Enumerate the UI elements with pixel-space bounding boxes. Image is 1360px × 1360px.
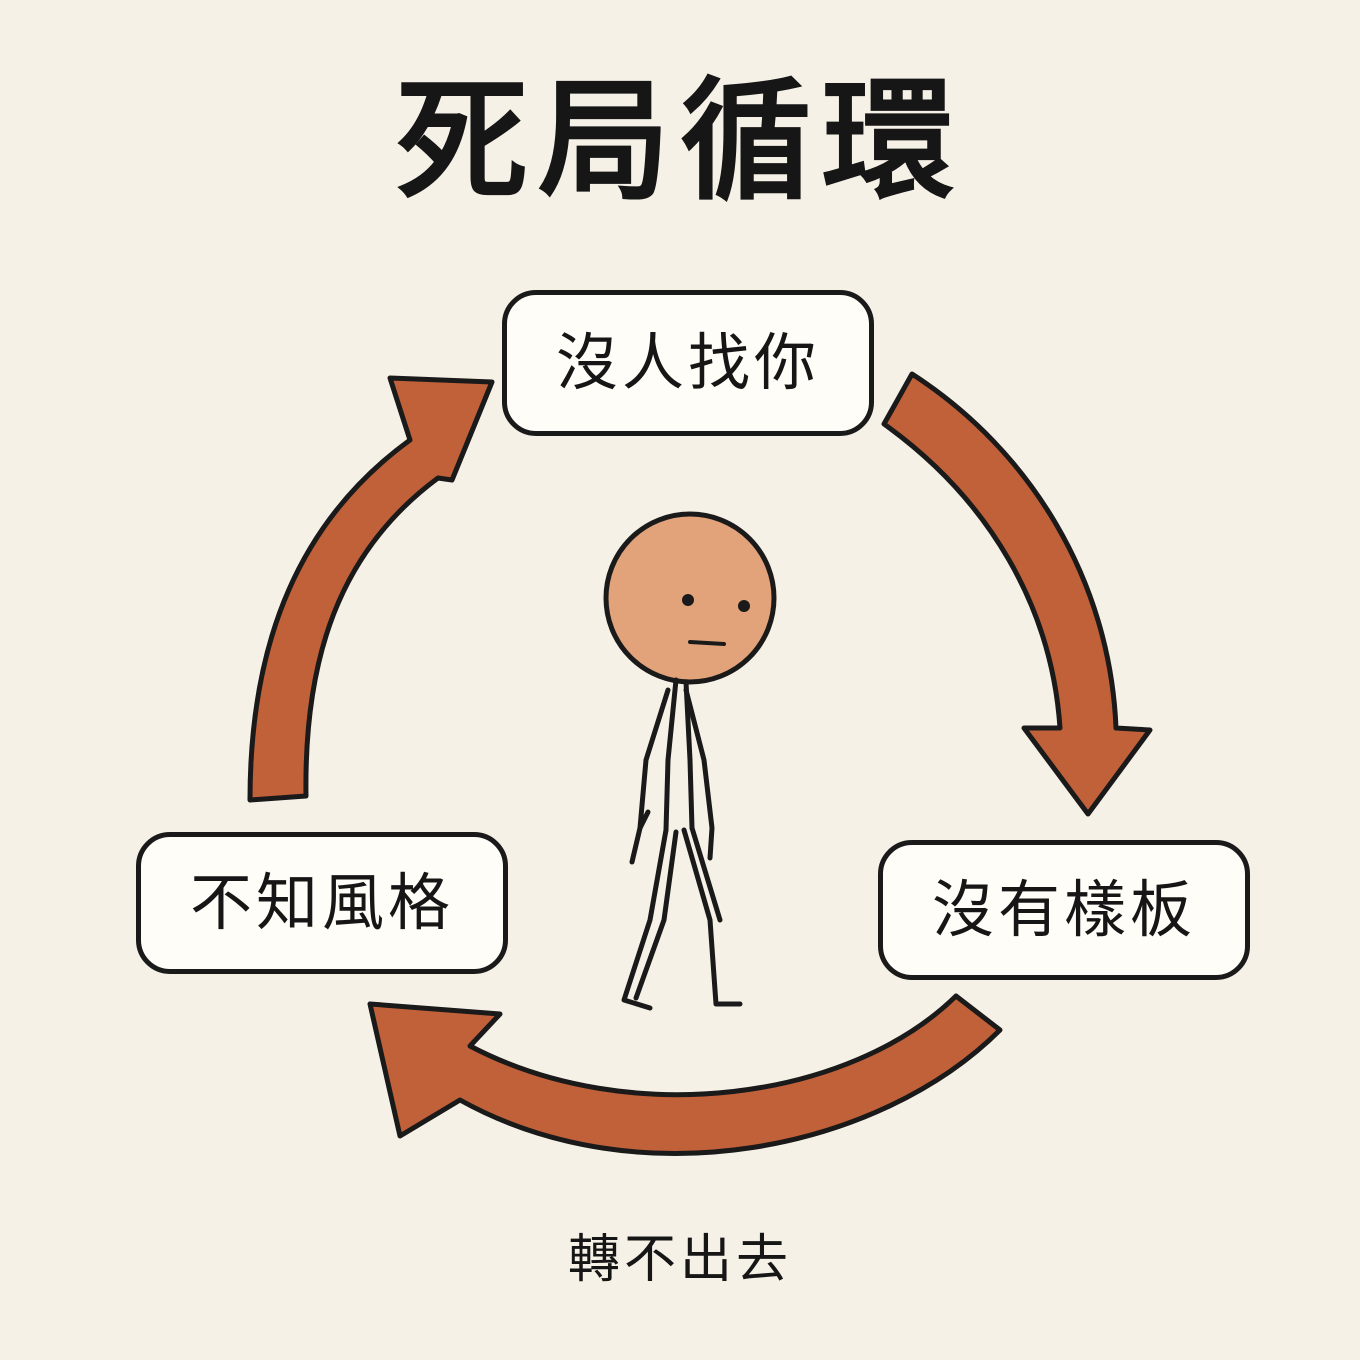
cycle-node-left-label: 不知風格 bbox=[189, 866, 454, 939]
curved-arrow-icon bbox=[881, 371, 1153, 817]
diagram-title: 死局循環 bbox=[396, 65, 964, 219]
cycle-node-right: 沒有樣板 bbox=[878, 840, 1250, 980]
cycle-node-top-label: 沒人找你 bbox=[555, 326, 820, 399]
left-eye bbox=[682, 594, 694, 606]
mouth bbox=[688, 640, 726, 646]
curved-arrow-icon bbox=[367, 993, 1003, 1156]
right-eye bbox=[738, 600, 750, 612]
curved-arrow-icon bbox=[247, 375, 495, 803]
cycle-node-right-label: 沒有樣板 bbox=[931, 873, 1196, 946]
cycle-node-left: 不知風格 bbox=[136, 832, 508, 974]
cycle-node-top: 沒人找你 bbox=[502, 290, 874, 436]
diagram-caption: 轉不出去 bbox=[567, 1230, 792, 1290]
